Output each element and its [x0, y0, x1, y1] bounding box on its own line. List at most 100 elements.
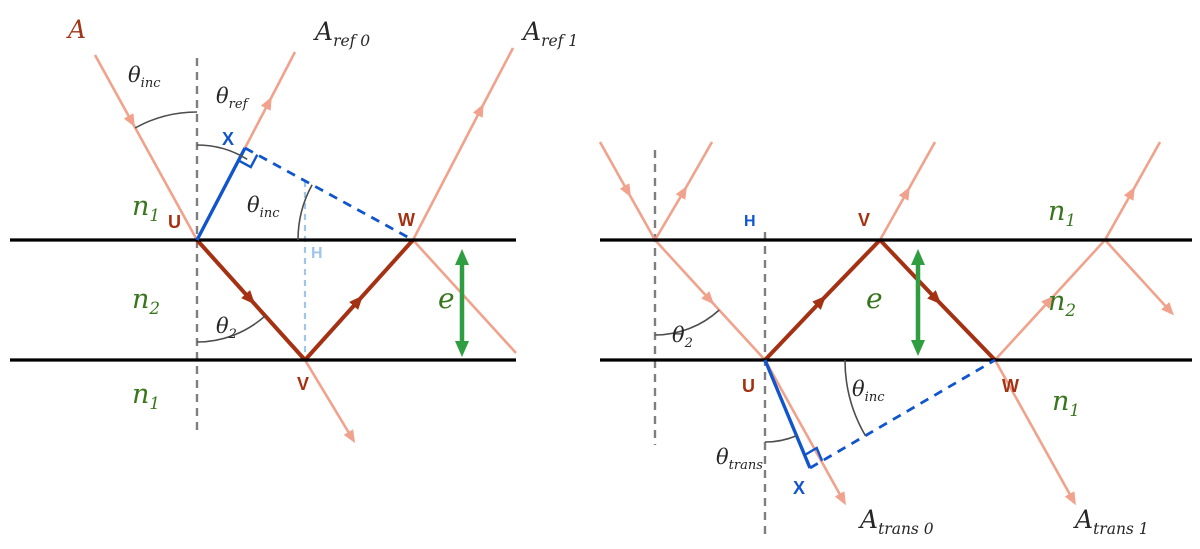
angle-arc-refraction — [654, 309, 720, 336]
angle-refraction-label: θ2 — [672, 323, 693, 351]
medium-bottom-label: n1 — [132, 379, 160, 413]
right-angle-icon — [803, 446, 824, 462]
angle-arc-wavefront — [297, 184, 313, 241]
thickness-arrow-up-icon — [911, 249, 925, 265]
refracted-ray-to-u — [654, 239, 766, 361]
thickness-arrow-down-icon — [911, 340, 925, 356]
label-sub: ref — [229, 97, 250, 112]
label-sub: 2 — [228, 327, 237, 342]
angle-wavefront-label: θinc — [247, 193, 280, 221]
angle-arc-incidence — [844, 359, 867, 437]
label-base: θ — [216, 84, 229, 108]
film-thickness-label: e — [438, 282, 455, 315]
wavefront-x-w — [809, 358, 996, 470]
label-sub: 1 — [1065, 210, 1076, 230]
film-ray-u-v — [195, 238, 307, 362]
escape-ray-at-v — [878, 141, 937, 241]
transmitted-ray-0 — [763, 359, 846, 506]
transmitted-ray-0-label: Atrans 0 — [858, 505, 934, 538]
point-x-label: X — [793, 478, 805, 498]
label-base: θ — [128, 63, 141, 87]
thickness-arrow-down-icon — [455, 341, 469, 357]
label-base: A — [858, 505, 878, 534]
point-v-label: V — [858, 210, 870, 230]
angle-incidence-label: θinc — [128, 63, 161, 91]
label-base: n — [1052, 386, 1069, 417]
label-sub: trans 1 — [1093, 520, 1149, 538]
reflected-ray-0-label: Aref 0 — [313, 17, 370, 50]
film-reflection-at-w — [412, 239, 517, 354]
label-sub: 1 — [1069, 400, 1080, 420]
angle-incidence-label: θinc — [852, 377, 885, 405]
left-diagram: A Aref 0 Aref 1 θinc θref θinc θ2 n1 n2 … — [10, 15, 578, 444]
angle-arc-transmission — [764, 434, 797, 443]
label-sub: inc — [141, 76, 162, 91]
point-h-label: H — [311, 245, 323, 262]
perpendicular-u-x — [763, 359, 812, 469]
transmitted-ray-1-label: Atrans 1 — [1073, 505, 1149, 538]
label-base: n — [132, 191, 149, 222]
transmitted-ray-at-v — [303, 359, 356, 444]
label-base: n — [132, 379, 149, 410]
angle-reflection-label: θref — [216, 84, 250, 112]
label-sub: 1 — [149, 205, 160, 225]
film-ray-u-v — [763, 238, 882, 362]
incident-ray-label: A — [66, 15, 86, 44]
medium-film-label: n2 — [132, 284, 160, 318]
label-base: A — [313, 17, 333, 46]
film-ray-v-w — [878, 238, 997, 362]
angle-refraction-label: θ2 — [216, 314, 237, 342]
point-u-label: U — [168, 212, 181, 232]
medium-top-label: n1 — [132, 191, 160, 225]
angle-arc-reflection — [196, 144, 248, 160]
right-diagram: θ2 θinc θtrans Atrans 0 Atrans 1 n1 n2 n… — [598, 141, 1192, 540]
reflected-ray-1-label: Aref 1 — [521, 17, 578, 50]
thickness-arrow-up-icon — [455, 249, 469, 265]
label-base: n — [1048, 286, 1065, 317]
film-thickness-label: e — [866, 282, 883, 315]
medium-film-label: n2 — [1048, 286, 1076, 320]
point-w-label: W — [1002, 376, 1019, 396]
incident-ray — [93, 54, 199, 241]
escape-ray-top-right — [1103, 141, 1162, 241]
label-base: θ — [672, 323, 685, 347]
incident-ray — [598, 141, 657, 241]
label-sub: 1 — [149, 393, 160, 413]
transmitted-ray-1 — [993, 359, 1076, 506]
right-angle-icon — [237, 154, 259, 169]
label-sub: ref 0 — [333, 32, 370, 50]
label-sub: inc — [260, 206, 281, 221]
point-h-label: H — [744, 213, 756, 230]
label-base: A — [521, 17, 541, 46]
film-reflection-top-right — [1104, 239, 1175, 316]
label-sub: trans 0 — [878, 520, 934, 538]
point-u-label: U — [742, 376, 755, 396]
reflected-ray — [653, 141, 714, 241]
label-sub: 2 — [148, 298, 160, 318]
reflected-ray-1 — [411, 47, 515, 241]
perpendicular-u-x — [195, 147, 247, 241]
label-base: θ — [247, 193, 260, 217]
angle-arc-refraction — [196, 315, 266, 343]
wavefront-x-w — [244, 146, 414, 242]
label-base: θ — [852, 377, 865, 401]
film-reflection-at-w — [994, 239, 1106, 361]
label-sub: trans — [729, 458, 764, 473]
label-sub: inc — [865, 390, 886, 405]
point-w-label: W — [398, 210, 415, 230]
label-sub: ref 1 — [541, 32, 578, 50]
label-base: A — [1073, 505, 1093, 534]
label-sub: 2 — [684, 336, 693, 351]
film-ray-v-w — [303, 238, 415, 362]
label-sub: 2 — [1064, 300, 1076, 320]
point-v-label: V — [297, 374, 309, 394]
label-base: n — [132, 284, 149, 315]
label-base: θ — [716, 445, 729, 469]
point-x-label: X — [222, 129, 234, 149]
angle-transmission-label: θtrans — [716, 445, 763, 473]
label-base: θ — [216, 314, 229, 338]
label-base: n — [1048, 196, 1065, 227]
angle-arc-incidence — [134, 111, 198, 129]
